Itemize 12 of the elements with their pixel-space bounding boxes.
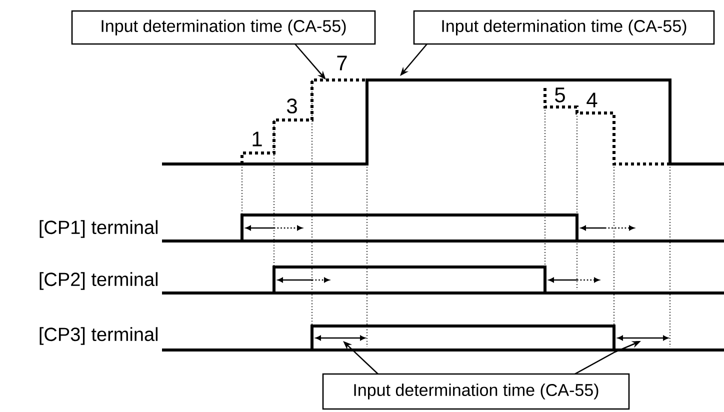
terminal-label: [CP2] terminal [40, 272, 158, 290]
step-waveform [240, 78, 367, 164]
callout-box: Input determination time (CA-55) [322, 373, 630, 410]
step-number: 5 [555, 88, 565, 102]
step-number: 4 [586, 92, 598, 108]
step-number: 1 [252, 132, 262, 146]
step-number: 3 [286, 98, 297, 114]
callout-box: Input determination time (CA-55) [413, 10, 715, 45]
callout-box: Input determination time (CA-55) [71, 10, 376, 45]
terminal-label: [CP1] terminal [40, 220, 158, 238]
terminal-label: [CP3] terminal [40, 327, 158, 345]
step-number: 7 [337, 56, 347, 70]
